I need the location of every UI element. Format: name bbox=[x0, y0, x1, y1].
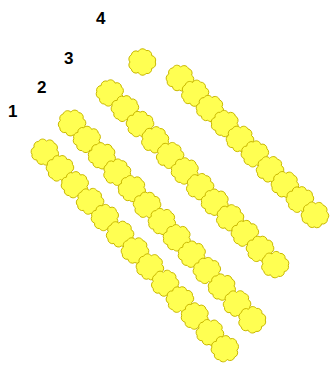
callout-number: 1 bbox=[8, 103, 17, 120]
cauliflower bbox=[129, 49, 156, 75]
cauliflower bbox=[239, 307, 266, 333]
cauliflower bbox=[262, 251, 289, 277]
callout-number: 2 bbox=[37, 79, 46, 96]
cauliflower bbox=[211, 336, 238, 362]
cauliflower bbox=[301, 202, 329, 228]
callout-number: 3 bbox=[64, 50, 73, 67]
callout-number: 4 bbox=[96, 10, 105, 27]
